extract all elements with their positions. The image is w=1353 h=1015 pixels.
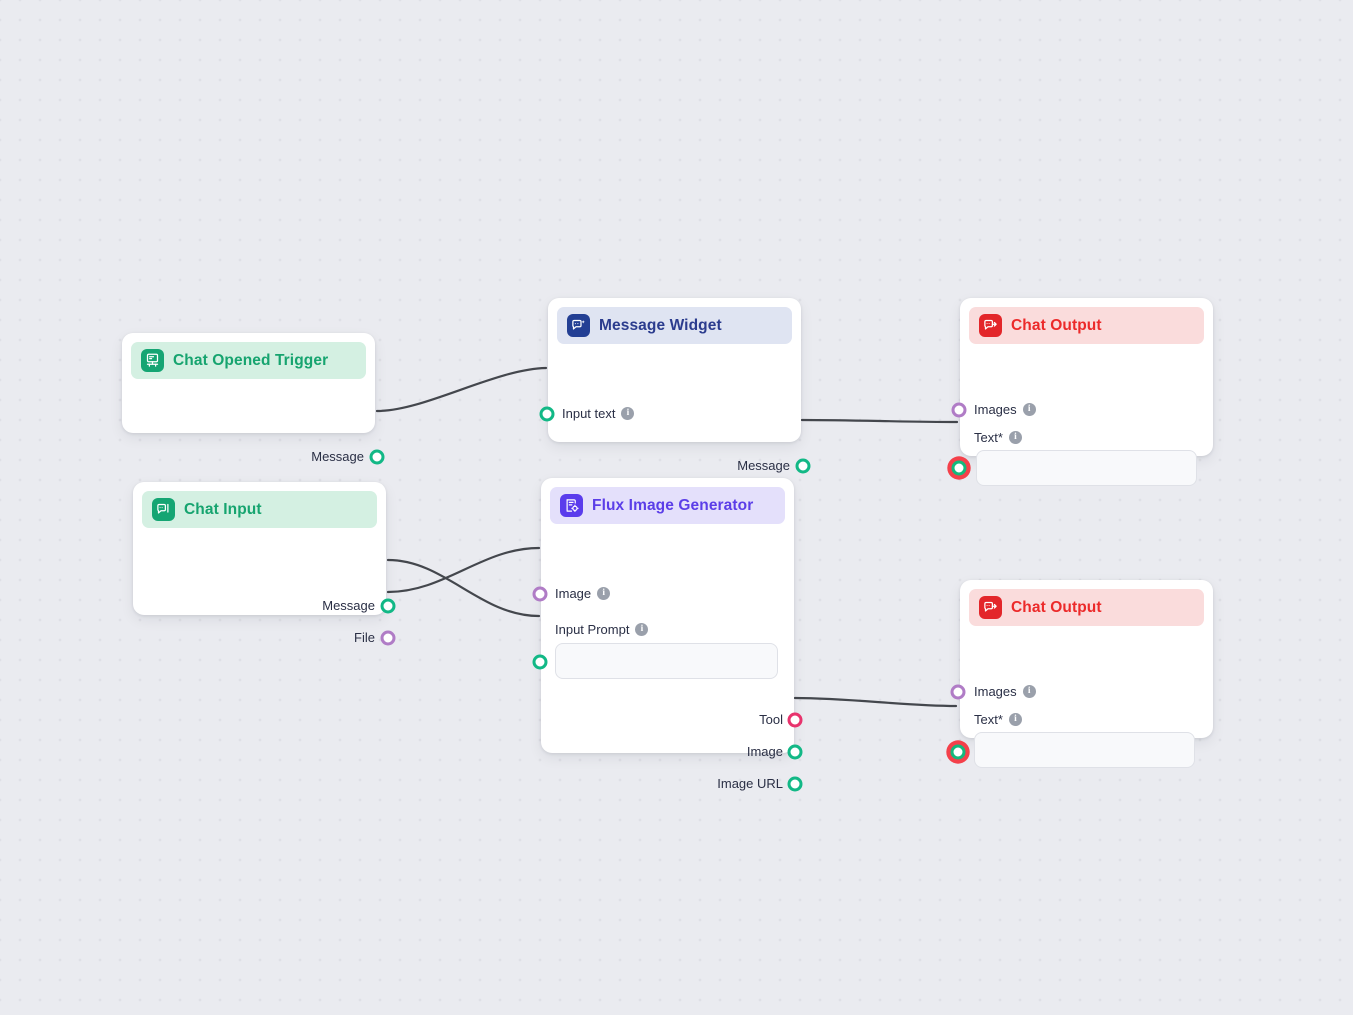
node-header: Flux Image Generator [550, 487, 785, 524]
node-flux-image-generator[interactable]: Flux Image Generator Image i Input Promp… [532, 478, 803, 792]
node-title: Flux Image Generator [592, 496, 754, 514]
info-icon[interactable]: i [621, 407, 635, 420]
input-port-image[interactable] [532, 586, 548, 602]
text-field[interactable] [974, 732, 1195, 768]
chat-output-icon [979, 596, 1002, 619]
output-row-image-url: Image URL [541, 776, 783, 791]
chat-opened-trigger-icon [141, 349, 164, 372]
input-port-input-prompt[interactable] [532, 654, 548, 670]
edge-trigger-to-widget [375, 366, 548, 413]
port-label: File [354, 630, 375, 645]
node-header: Chat Opened Trigger [131, 342, 366, 379]
port-label: Images [974, 402, 1017, 417]
output-port-file[interactable] [380, 630, 396, 646]
output-row-message: Message [122, 449, 364, 464]
flux-image-generator-icon [560, 494, 583, 517]
output-row-message: Message [133, 598, 375, 613]
output-port-message[interactable] [380, 598, 396, 614]
input-port-input-text[interactable] [539, 406, 555, 422]
port-label: Images [974, 684, 1017, 699]
text-field[interactable] [976, 450, 1197, 486]
edge-chatinput-file-to-flux [386, 546, 541, 594]
node-title: Chat Output [1011, 598, 1102, 616]
input-prompt-field[interactable] [555, 643, 778, 679]
message-widget-icon [567, 314, 590, 337]
port-label: Text* [974, 712, 1003, 727]
input-port-text[interactable] [951, 460, 967, 476]
info-icon[interactable]: i [1008, 713, 1022, 726]
port-label: Tool [759, 712, 783, 727]
input-row-images: Images i [974, 684, 1036, 699]
node-chat-opened-trigger[interactable]: Chat Opened Trigger Message [122, 333, 385, 465]
output-port-tool[interactable] [787, 712, 803, 728]
output-row-image: Image [541, 744, 783, 759]
output-port-message[interactable] [369, 449, 385, 465]
output-port-message[interactable] [795, 458, 811, 474]
info-icon[interactable]: i [635, 623, 649, 636]
node-header: Message Widget [557, 307, 792, 344]
port-label: Image URL [717, 776, 783, 791]
port-label: Input text [562, 406, 616, 421]
port-label: Message [311, 449, 364, 464]
port-label: Image [746, 744, 783, 759]
node-title: Chat Output [1011, 316, 1102, 334]
edge-chatinput-msg-to-flux [386, 558, 541, 618]
port-label: Input Prompt [555, 622, 630, 637]
node-header: Chat Input [142, 491, 377, 528]
edge-widget-to-output [800, 418, 959, 424]
output-row-file: File [133, 630, 375, 645]
node-chat-output-bottom[interactable]: Chat Output Images i Text* i [950, 580, 1213, 768]
info-icon[interactable]: i [1022, 403, 1036, 416]
input-port-images[interactable] [951, 402, 967, 418]
chat-output-icon [979, 314, 1002, 337]
edge-flux-to-output [793, 696, 958, 708]
node-title: Message Widget [599, 316, 722, 334]
port-label: Message [737, 458, 790, 473]
input-port-images[interactable] [950, 684, 966, 700]
node-chat-output-top[interactable]: Chat Output Images i Text* i [951, 298, 1213, 486]
node-title: Chat Input [184, 500, 262, 518]
input-row-input-text: Input text i [562, 406, 635, 421]
input-row-text: Text* i [974, 712, 1022, 727]
port-label: Text* [974, 430, 1003, 445]
input-row-images: Images i [974, 402, 1036, 417]
node-header: Chat Output [969, 589, 1204, 626]
output-row-message: Message [548, 458, 790, 473]
port-label: Image [555, 586, 592, 601]
output-row-tool: Tool [541, 712, 783, 727]
node-header: Chat Output [969, 307, 1204, 344]
chat-input-icon [152, 498, 175, 521]
node-chat-input[interactable]: Chat Input Message File [133, 482, 396, 646]
info-icon[interactable]: i [1022, 685, 1036, 698]
info-icon[interactable]: i [1008, 431, 1022, 444]
info-icon[interactable]: i [597, 587, 611, 600]
output-port-image[interactable] [787, 744, 803, 760]
input-row-image: Image i [555, 586, 611, 601]
input-port-text[interactable] [950, 744, 966, 760]
input-row-text: Text* i [974, 430, 1022, 445]
node-title: Chat Opened Trigger [173, 351, 329, 369]
output-port-image-url[interactable] [787, 776, 803, 792]
port-label: Message [322, 598, 375, 613]
input-row-input-prompt: Input Prompt i [555, 622, 649, 637]
node-message-widget[interactable]: Message Widget Input text i Message [539, 298, 811, 474]
